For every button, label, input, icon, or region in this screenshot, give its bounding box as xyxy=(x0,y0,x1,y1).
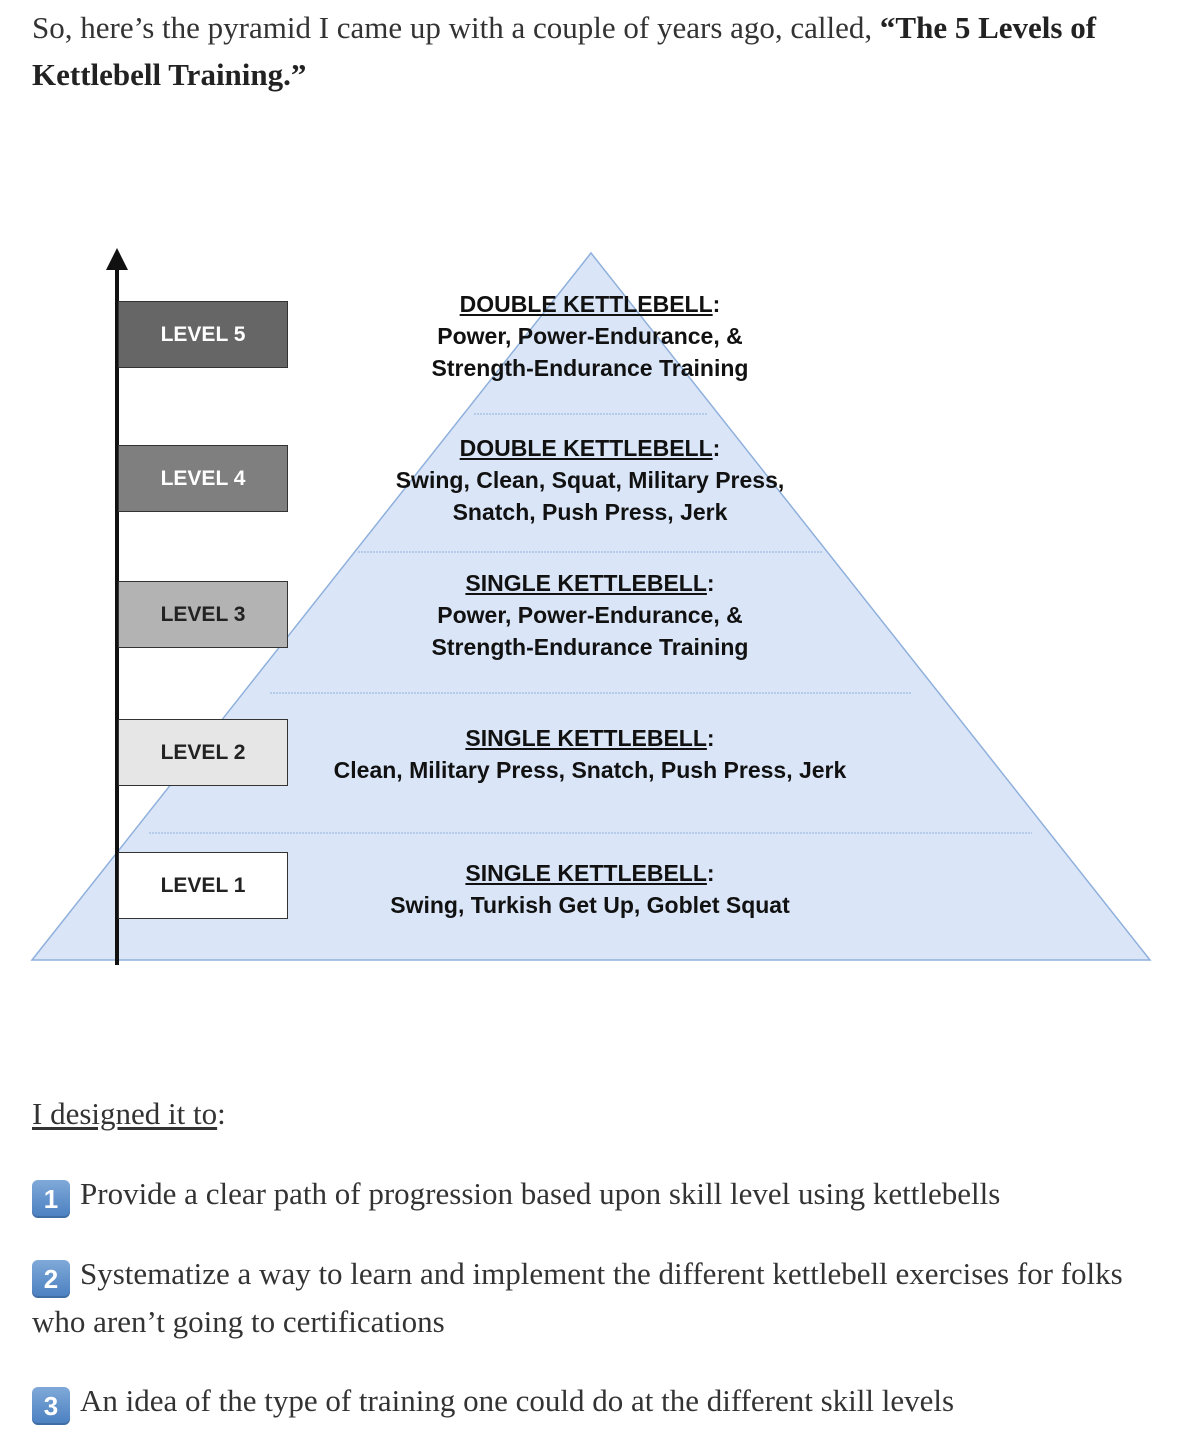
tier-5-heading: DOUBLE KETTLEBELL: xyxy=(459,291,721,317)
tier-4-heading: DOUBLE KETTLEBELL: xyxy=(459,435,721,461)
level-3-label: LEVEL 3 xyxy=(160,602,246,626)
level-4-box: LEVEL 4 xyxy=(118,445,288,512)
tier-1: SINGLE KETTLEBELL: Swing, Turkish Get Up… xyxy=(290,857,890,921)
tier-1-heading: SINGLE KETTLEBELL: xyxy=(465,860,715,886)
tier-4-line-2: Snatch, Push Press, Jerk xyxy=(452,499,728,525)
point-3-text: An idea of the type of training one coul… xyxy=(80,1383,955,1418)
tier-3-line-2: Strength-Endurance Training xyxy=(431,634,749,660)
point-2-text: Systematize a way to learn and implement… xyxy=(32,1256,1123,1339)
level-2-label: LEVEL 2 xyxy=(160,740,246,764)
intro-text: So, here’s the pyramid I came up with a … xyxy=(32,10,880,45)
kettlebell-pyramid-diagram: LEVEL 5 LEVEL 4 LEVEL 3 LEVEL 2 LEVEL 1 … xyxy=(0,230,1182,980)
point-1-text: Provide a clear path of progression base… xyxy=(80,1176,1001,1211)
tier-3-line-1: Power, Power-Endurance, & xyxy=(437,602,743,628)
level-5-box: LEVEL 5 xyxy=(118,301,288,368)
progression-arrow-head xyxy=(106,248,128,270)
intro-paragraph: So, here’s the pyramid I came up with a … xyxy=(32,4,1142,98)
level-3-box: LEVEL 3 xyxy=(118,581,288,648)
tier-4-line-1: Swing, Clean, Squat, Military Press, xyxy=(395,467,785,493)
tier-1-line-1: Swing, Turkish Get Up, Goblet Squat xyxy=(390,892,790,918)
level-5-label: LEVEL 5 xyxy=(160,322,246,346)
point-1: 1 Provide a clear path of progression bas… xyxy=(32,1170,1142,1218)
designed-heading: I designed it to: xyxy=(32,1096,226,1131)
level-4-label: LEVEL 4 xyxy=(160,466,246,490)
tier-2-line-1: Clean, Military Press, Snatch, Push Pres… xyxy=(333,757,847,783)
level-1-label: LEVEL 1 xyxy=(160,873,246,897)
tier-2-heading: SINGLE KETTLEBELL: xyxy=(465,725,715,751)
level-1-box: LEVEL 1 xyxy=(118,852,288,919)
keycap-2-icon: 2 xyxy=(32,1260,70,1298)
tier-5: DOUBLE KETTLEBELL: Power, Power-Enduranc… xyxy=(290,288,890,384)
pyramid-title: “The 5 Levels of Kettlebell Training.” xyxy=(32,10,1097,92)
tier-3: SINGLE KETTLEBELL: Power, Power-Enduranc… xyxy=(290,567,890,663)
point-3: 3 An idea of the type of training one cou… xyxy=(32,1377,1142,1425)
pyramid-shape xyxy=(30,251,1152,961)
level-2-box: LEVEL 2 xyxy=(118,719,288,786)
tier-5-line-1: Power, Power-Endurance, & xyxy=(437,323,743,349)
pyramid-graphic xyxy=(30,248,1152,965)
tier-2: SINGLE KETTLEBELL: Clean, Military Press… xyxy=(290,722,890,786)
tier-4: DOUBLE KETTLEBELL: Swing, Clean, Squat, … xyxy=(290,432,890,528)
keycap-3-icon: 3 xyxy=(32,1387,70,1425)
tier-3-heading: SINGLE KETTLEBELL: xyxy=(465,570,715,596)
keycap-1-icon: 1 xyxy=(32,1180,70,1218)
tier-5-line-2: Strength-Endurance Training xyxy=(431,355,749,381)
